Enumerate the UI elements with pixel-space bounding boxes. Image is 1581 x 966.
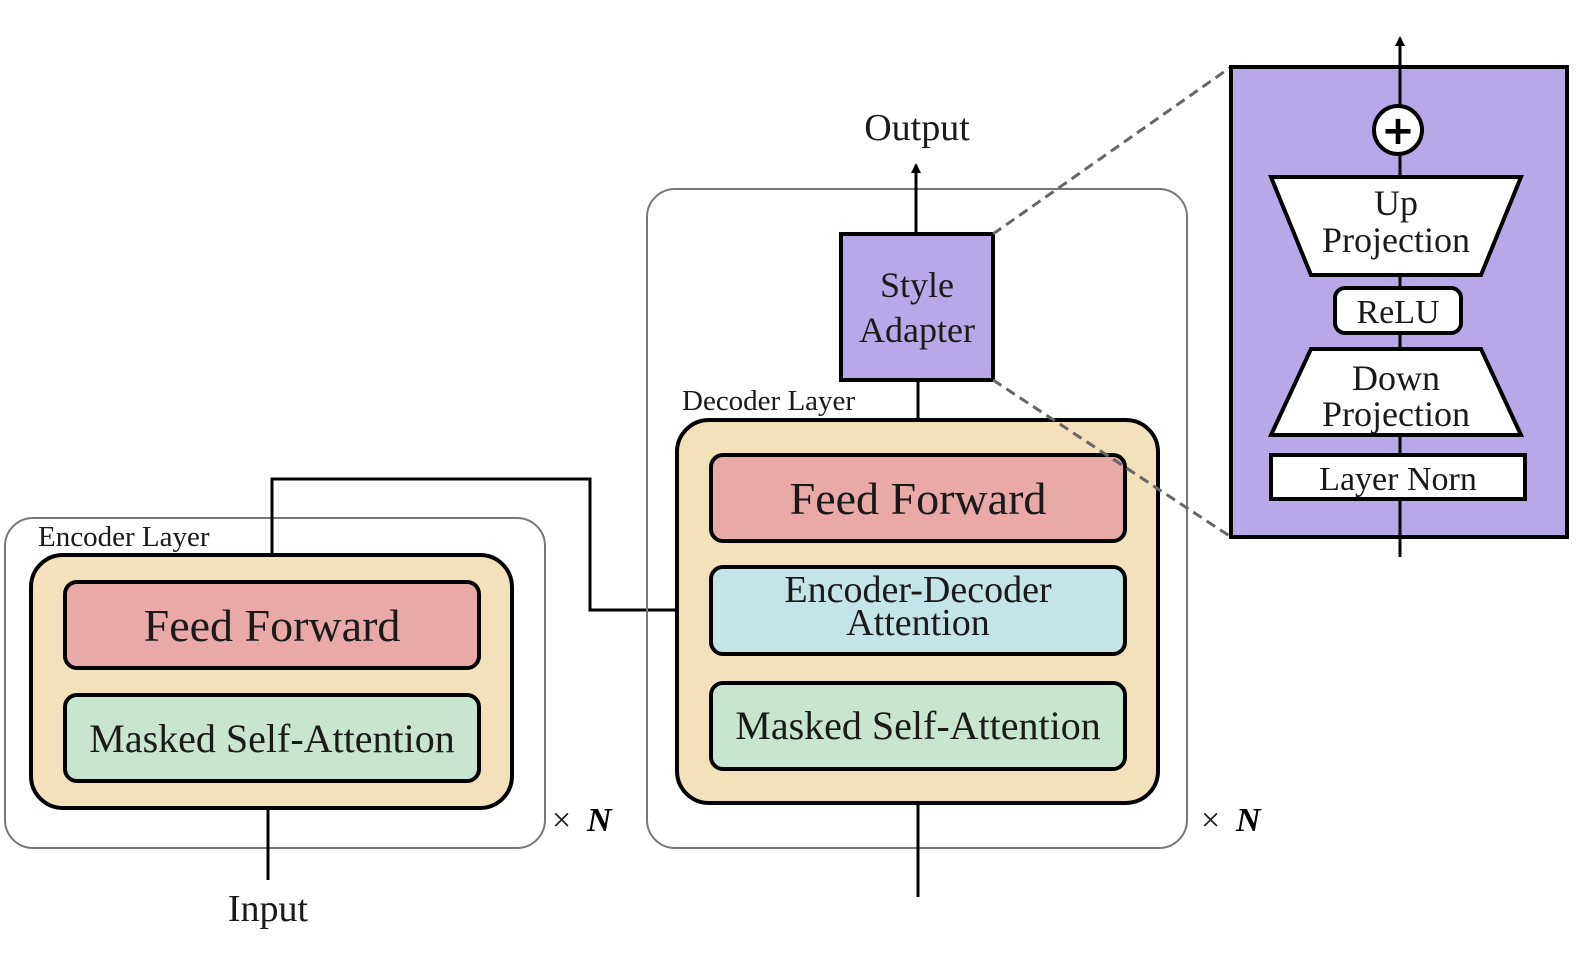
down-projection-block (1267, 347, 1525, 437)
up-projection-label-line2: Projection (1322, 220, 1470, 260)
encoder-times-symbol: × (552, 802, 571, 839)
style-adapter-block (839, 232, 995, 382)
decoder-n-label: N (1235, 802, 1262, 839)
decoder-layer-label: Decoder Layer (682, 385, 855, 417)
relu-label: ReLU (1356, 294, 1439, 331)
decoder-feed-forward-label: Feed Forward (790, 473, 1047, 524)
layer-norm-block (1269, 453, 1527, 501)
style-adapter-label-line2: Adapter (859, 310, 975, 350)
plus-icon: + (1381, 108, 1415, 154)
up-projection-block (1268, 175, 1524, 277)
encoder-feed-forward-block (63, 580, 481, 670)
decoder-masked-self-attention-label: Masked Self-Attention (735, 703, 1101, 748)
encoder-masked-self-attention-label: Masked Self-Attention (89, 716, 455, 761)
decoder-times-symbol: × (1201, 802, 1220, 839)
encoder-feed-forward-label: Feed Forward (144, 600, 401, 651)
encoder-outer-frame (4, 517, 546, 849)
decoder-encoder-decoder-attention-label-line2: Attention (846, 602, 990, 644)
relu-block (1333, 286, 1463, 335)
layer-norm-label: Layer Norn (1319, 461, 1477, 498)
residual-add-circle (1372, 104, 1424, 156)
decoder-encoder-decoder-attention-label-line1: Encoder-Decoder (784, 569, 1052, 611)
up-projection-label-line1: Up (1374, 183, 1418, 223)
zoom-guide-top (992, 65, 1232, 236)
input-label: Input (228, 888, 309, 930)
encoder-to-decoder-connection (270, 477, 710, 615)
encoder-layer-label: Encoder Layer (38, 521, 210, 553)
encoder-n-label: N (586, 802, 613, 839)
encoder-masked-self-attention-block (63, 693, 481, 783)
decoder-masked-self-attention-block (709, 681, 1127, 771)
style-adapter-label-line1: Style (880, 265, 954, 305)
down-projection-label-line2: Projection (1322, 394, 1470, 434)
output-label: Output (864, 107, 970, 149)
down-projection-label-line1: Down (1352, 358, 1440, 398)
decoder-feed-forward-block (709, 453, 1127, 543)
decoder-encoder-decoder-attention-block (709, 565, 1127, 656)
